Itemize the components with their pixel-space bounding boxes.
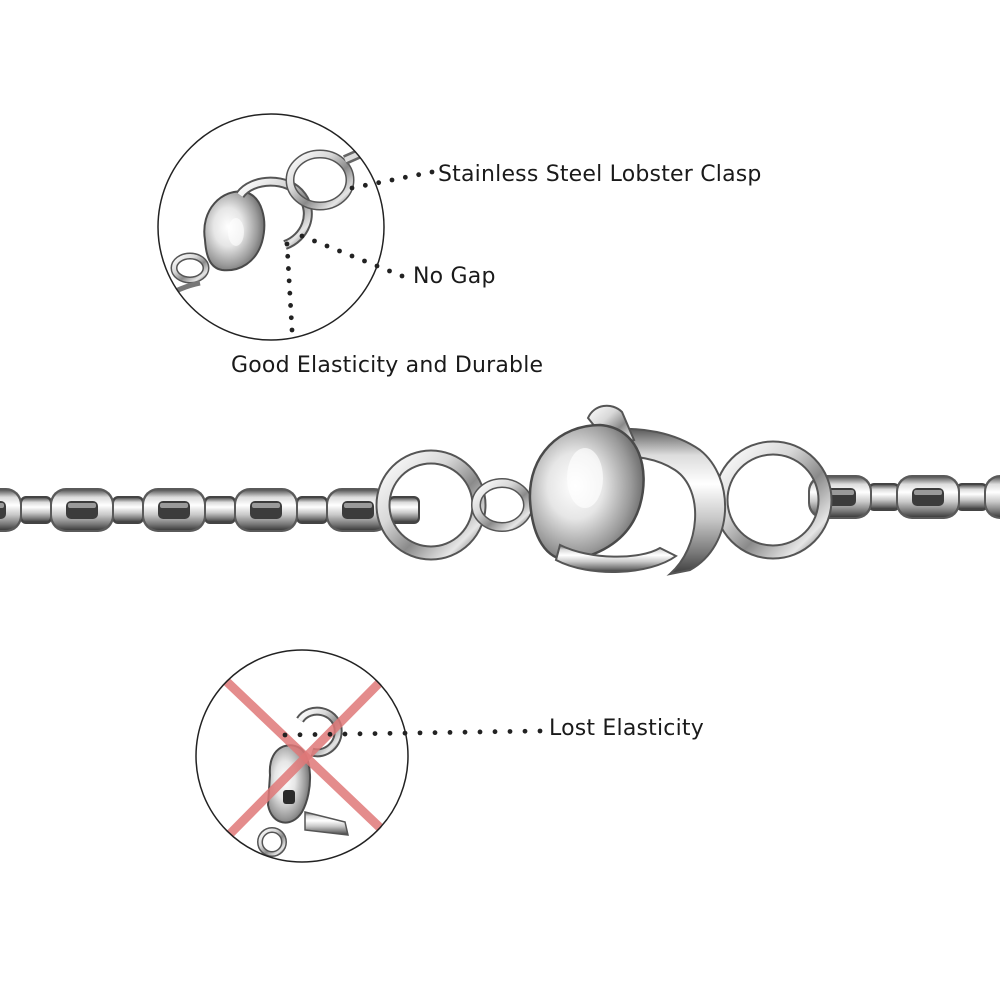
leader-dot: [507, 729, 513, 734]
chain-connector: [956, 483, 988, 511]
leader-dot: [376, 180, 382, 186]
leader-dot: [312, 238, 317, 244]
leader-dot: [372, 731, 378, 736]
callout-good-elasticity-label: Good Elasticity and Durable: [231, 353, 544, 378]
leader-dot: [297, 732, 303, 738]
chain-connector: [868, 483, 900, 511]
leader-dot: [416, 172, 422, 178]
callout-clasp-label: Stainless Steel Lobster Clasp: [438, 162, 762, 187]
small-ring: [471, 478, 533, 532]
callout-no-gap-label: No Gap: [413, 264, 496, 289]
chain-link: [326, 488, 390, 532]
leader-dot: [387, 730, 393, 736]
leader-elasticity: [284, 241, 295, 333]
lobster-clasp: [528, 404, 727, 576]
lost-elasticity-inset: [195, 649, 409, 863]
leader-dot: [402, 730, 408, 736]
leader-dot: [287, 290, 293, 296]
cross-mark-icon: [217, 667, 400, 847]
leader-dot: [417, 730, 423, 736]
chain-connector: [296, 496, 328, 524]
leader-clasp: [349, 169, 435, 191]
leader-dot: [299, 233, 305, 239]
leader-dot: [492, 729, 498, 735]
leader-dot: [402, 174, 408, 180]
chain-connector: [112, 496, 144, 524]
leader-dots: [282, 169, 543, 738]
leader-no-gap: [299, 233, 405, 279]
leader-dot: [337, 248, 342, 254]
leader-dot: [349, 253, 355, 259]
leader-dot: [522, 728, 528, 734]
leader-dot: [286, 266, 291, 271]
leader-dot: [389, 177, 395, 183]
leader-dot: [282, 732, 288, 738]
callout-lost-elasticity-label: Lost Elasticity: [549, 716, 704, 741]
leader-dot: [312, 732, 318, 737]
leader-dot: [399, 273, 405, 279]
chain-connector: [388, 496, 420, 524]
chain-link: [50, 488, 114, 532]
leader-dot: [374, 263, 380, 269]
chain-connector: [204, 496, 236, 524]
box-chain: [0, 475, 1000, 532]
chain-link: [984, 475, 1000, 519]
leader-dot: [327, 731, 333, 737]
leader-dot: [288, 315, 294, 321]
leader-dot: [289, 327, 295, 333]
chain-connector: [20, 496, 52, 524]
leader-dot: [362, 182, 368, 188]
leader-dot: [286, 278, 292, 284]
leader-dot: [432, 730, 438, 736]
chain-link: [142, 488, 206, 532]
leader-dot: [537, 728, 543, 734]
chain-link: [896, 475, 960, 519]
leader-dot: [288, 303, 293, 308]
leader-dot: [362, 258, 367, 264]
leader-dot: [447, 730, 453, 735]
leader-dot: [462, 729, 468, 735]
leader-dot: [387, 268, 392, 274]
leader-dot: [477, 729, 483, 735]
leader-dot: [342, 731, 348, 737]
leader-dot: [284, 241, 290, 247]
leader-dot: [357, 731, 363, 737]
chain-link: [234, 488, 298, 532]
leader-dot: [285, 253, 291, 259]
leader-dot: [349, 185, 355, 191]
clasp-detail-inset: [157, 113, 385, 341]
chain-link: [0, 488, 22, 532]
leader-dot: [324, 243, 330, 249]
leader-dot: [429, 169, 435, 175]
leader-lost-elasticity: [282, 728, 543, 738]
